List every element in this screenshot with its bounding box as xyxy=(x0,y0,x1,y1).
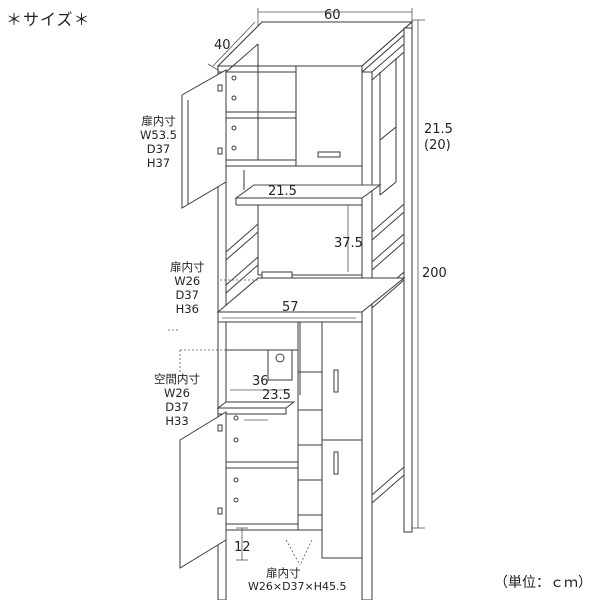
spec-height: H33 xyxy=(165,414,189,428)
spec-depth: D37 xyxy=(165,400,189,414)
spec-width: W53.5 xyxy=(140,128,177,142)
spec-height: H37 xyxy=(146,156,171,170)
lower-door-open xyxy=(179,411,239,569)
page-title: ＊サイズ＊ xyxy=(6,10,91,29)
leader-lines xyxy=(168,279,258,374)
bottom-door-spec-title: 扉内寸 xyxy=(266,566,301,580)
unit-label: （単位：ｃｍ） xyxy=(494,575,592,591)
spec-height: H36 xyxy=(175,302,199,316)
spec-width: W26 xyxy=(174,274,201,288)
height-label: 200 xyxy=(422,266,447,281)
upper-gap-label: 21.5 xyxy=(424,122,453,137)
spec-title: 空間内寸 xyxy=(154,372,200,386)
right-frame xyxy=(361,27,413,600)
depth-dimension xyxy=(207,21,256,71)
cabinet-top xyxy=(216,20,414,74)
spec-depth: D37 xyxy=(175,288,200,302)
height-dimension xyxy=(412,19,425,529)
upper-door-open xyxy=(181,69,237,209)
lower-cabinet xyxy=(216,321,363,559)
inner-width-label: 23.5 xyxy=(262,388,291,403)
shelf-width-label: 21.5 xyxy=(268,184,297,199)
upper-cabinet xyxy=(226,44,382,206)
middle-shelf xyxy=(216,205,406,323)
spec-depth: D37 xyxy=(146,142,171,156)
mid-space-spec: 扉内寸 W26 D37 H36 xyxy=(170,260,205,316)
upper-gap-alt-label: (20) xyxy=(424,138,451,153)
spec-title: 扉内寸 xyxy=(170,260,205,274)
leg-height-label: 12 xyxy=(234,540,251,555)
open-space-spec: 空間内寸 W26 D37 H33 xyxy=(154,372,200,428)
cabinet-legs xyxy=(236,527,313,566)
bottom-door-spec-size: W26×D37×H45.5 xyxy=(248,580,347,593)
inner-depth-label: 36 xyxy=(252,374,269,389)
mid-width-label: 57 xyxy=(282,300,299,315)
depth-label: 40 xyxy=(214,38,231,53)
mid-height-label: 37.5 xyxy=(334,236,363,251)
spec-title: 扉内寸 xyxy=(141,114,176,128)
width-label: 60 xyxy=(324,8,341,23)
upper-door-spec: 扉内寸 W53.5 D37 H37 xyxy=(140,114,177,170)
spec-width: W26 xyxy=(163,386,190,400)
